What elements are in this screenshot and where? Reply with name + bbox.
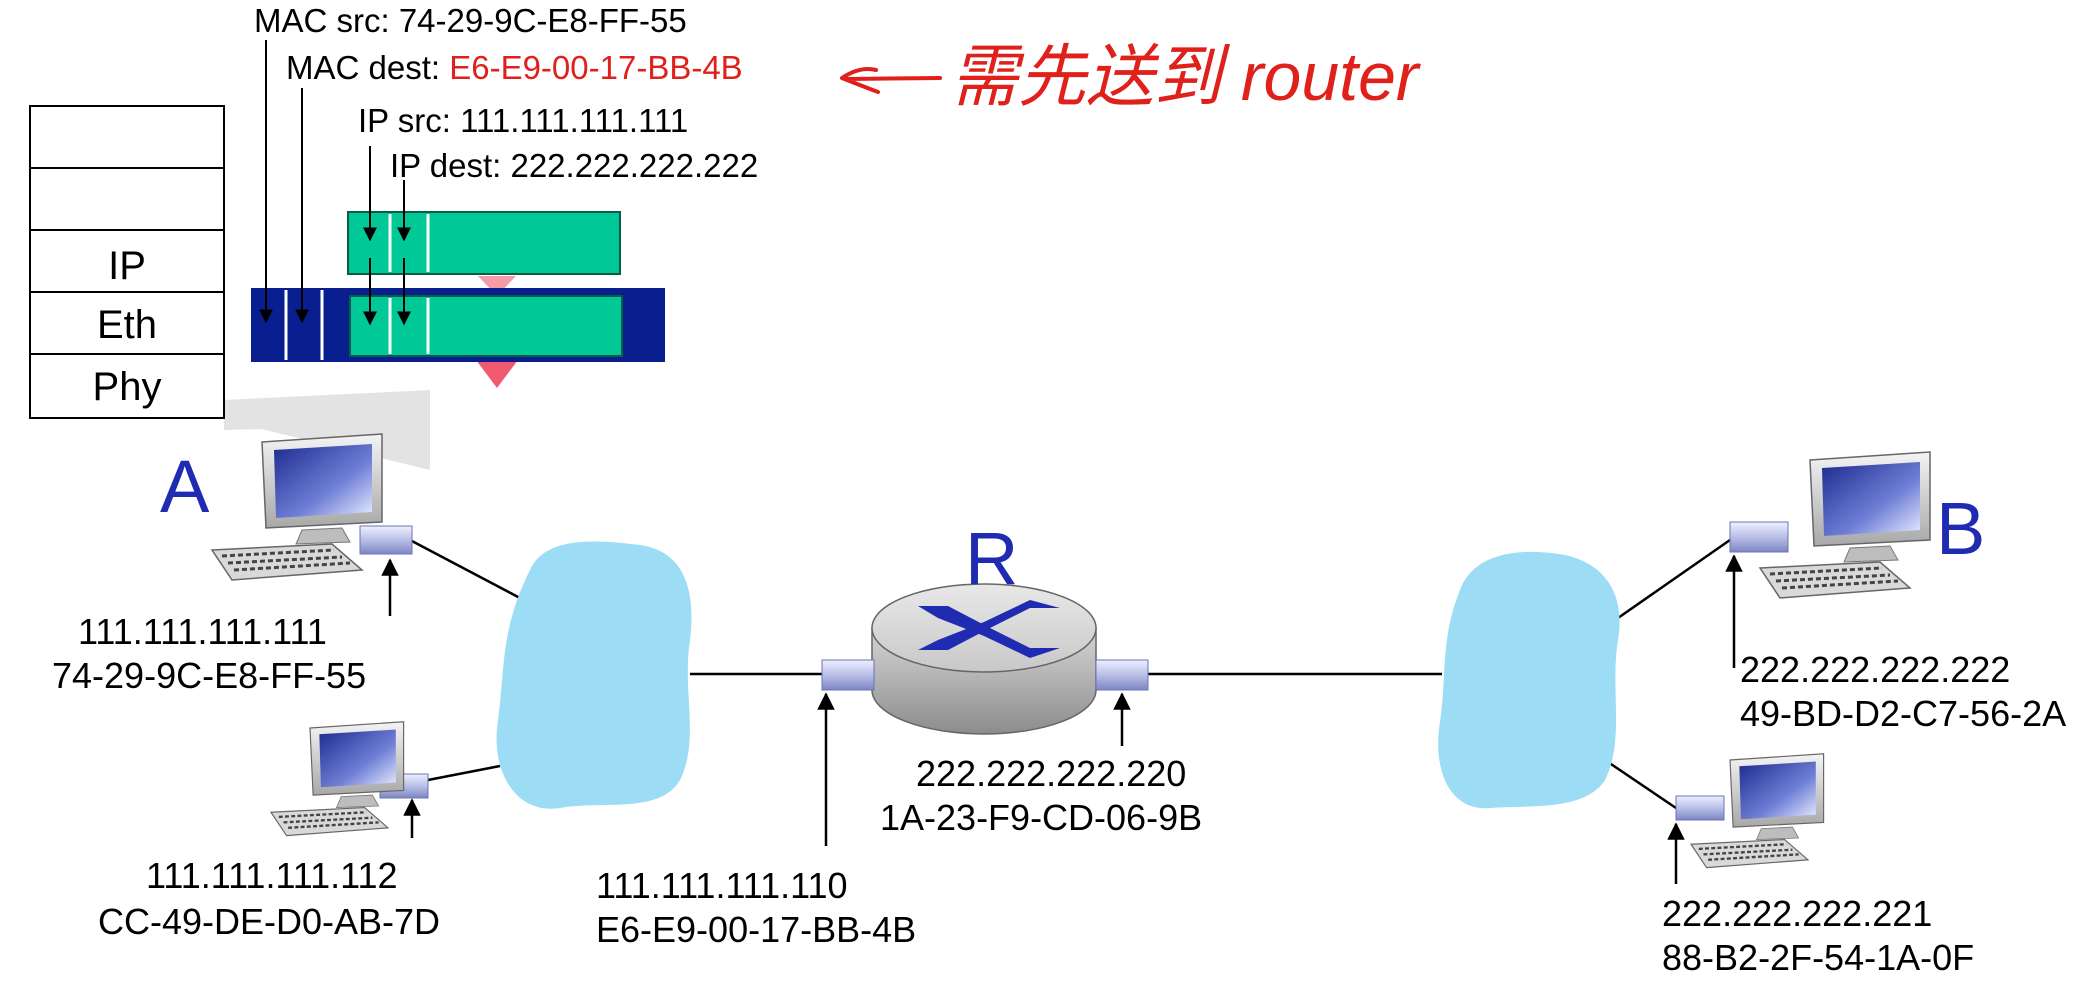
- nic-host-b: [1729, 521, 1789, 553]
- annotation-arrow: [840, 67, 942, 94]
- down-arrow-upper: [478, 276, 516, 296]
- router-left-ip: 111.111.111.110: [596, 865, 848, 906]
- nic-host-b2: [1675, 795, 1725, 821]
- nic-router-left: [821, 659, 875, 691]
- host-a2-ip: 111.111.111.112: [146, 855, 398, 896]
- layer-eth: Eth: [97, 303, 157, 347]
- mac-dest-label: MAC dest: E6-E9-00-17-BB-4B: [286, 49, 743, 86]
- host-b-ip: 222.222.222.222: [1740, 649, 2010, 690]
- handwritten-annotation: 需先送到 router: [840, 39, 1421, 115]
- router-label: R: [965, 517, 1018, 600]
- ip-dest-label: IP dest: 222.222.222.222: [390, 147, 758, 184]
- nic-host-a: [359, 525, 413, 555]
- down-arrow-lower: [476, 360, 518, 388]
- links: [409, 538, 1731, 810]
- router-cross-icon: [918, 600, 1060, 658]
- router: [871, 583, 1097, 735]
- annotation-text: 需先送到 router: [950, 39, 1421, 115]
- layer-ip: IP: [108, 244, 146, 288]
- host-a-label: A: [160, 445, 210, 528]
- router-left-mac: E6-E9-00-17-BB-4B: [596, 909, 916, 950]
- computer-host-a-icon: [210, 432, 384, 582]
- address-pointers: [381, 554, 1743, 884]
- router-right-ip: 222.222.222.220: [916, 753, 1186, 794]
- interface-connectors: [359, 521, 1789, 821]
- host-a2-mac: CC-49-DE-D0-AB-7D: [98, 901, 440, 942]
- ip-datagram: [347, 211, 621, 275]
- subnet-cloud-left: [496, 541, 692, 809]
- host-a-ip: 111.111.111.111: [78, 611, 327, 652]
- host-a-mac: 74-29-9C-E8-FF-55: [52, 655, 366, 696]
- mac-dest-value: E6-E9-00-17-BB-4B: [449, 49, 742, 86]
- mac-src-label: MAC src: 74-29-9C-E8-FF-55: [254, 2, 687, 39]
- frame-encapsulation: [251, 211, 665, 388]
- computer-host-a2-icon: [269, 720, 405, 837]
- address-labels: 111.111.111.111 74-29-9C-E8-FF-55 111.11…: [52, 611, 2066, 978]
- nic-router-right: [1095, 659, 1149, 691]
- ip-src-label: IP src: 111.111.111.111: [358, 102, 688, 139]
- host-b-label: B: [1936, 487, 1985, 570]
- subnet-cloud-right: [1438, 551, 1620, 809]
- router-right-mac: 1A-23-F9-CD-06-9B: [880, 797, 1202, 838]
- layer-phy: Phy: [93, 365, 162, 409]
- header-pointers: [259, 40, 411, 326]
- host-b-mac: 49-BD-D2-C7-56-2A: [1740, 693, 2066, 734]
- host-b2-mac: 88-B2-2F-54-1A-0F: [1662, 937, 1974, 978]
- host-b2-ip: 222.222.222.221: [1662, 893, 1932, 934]
